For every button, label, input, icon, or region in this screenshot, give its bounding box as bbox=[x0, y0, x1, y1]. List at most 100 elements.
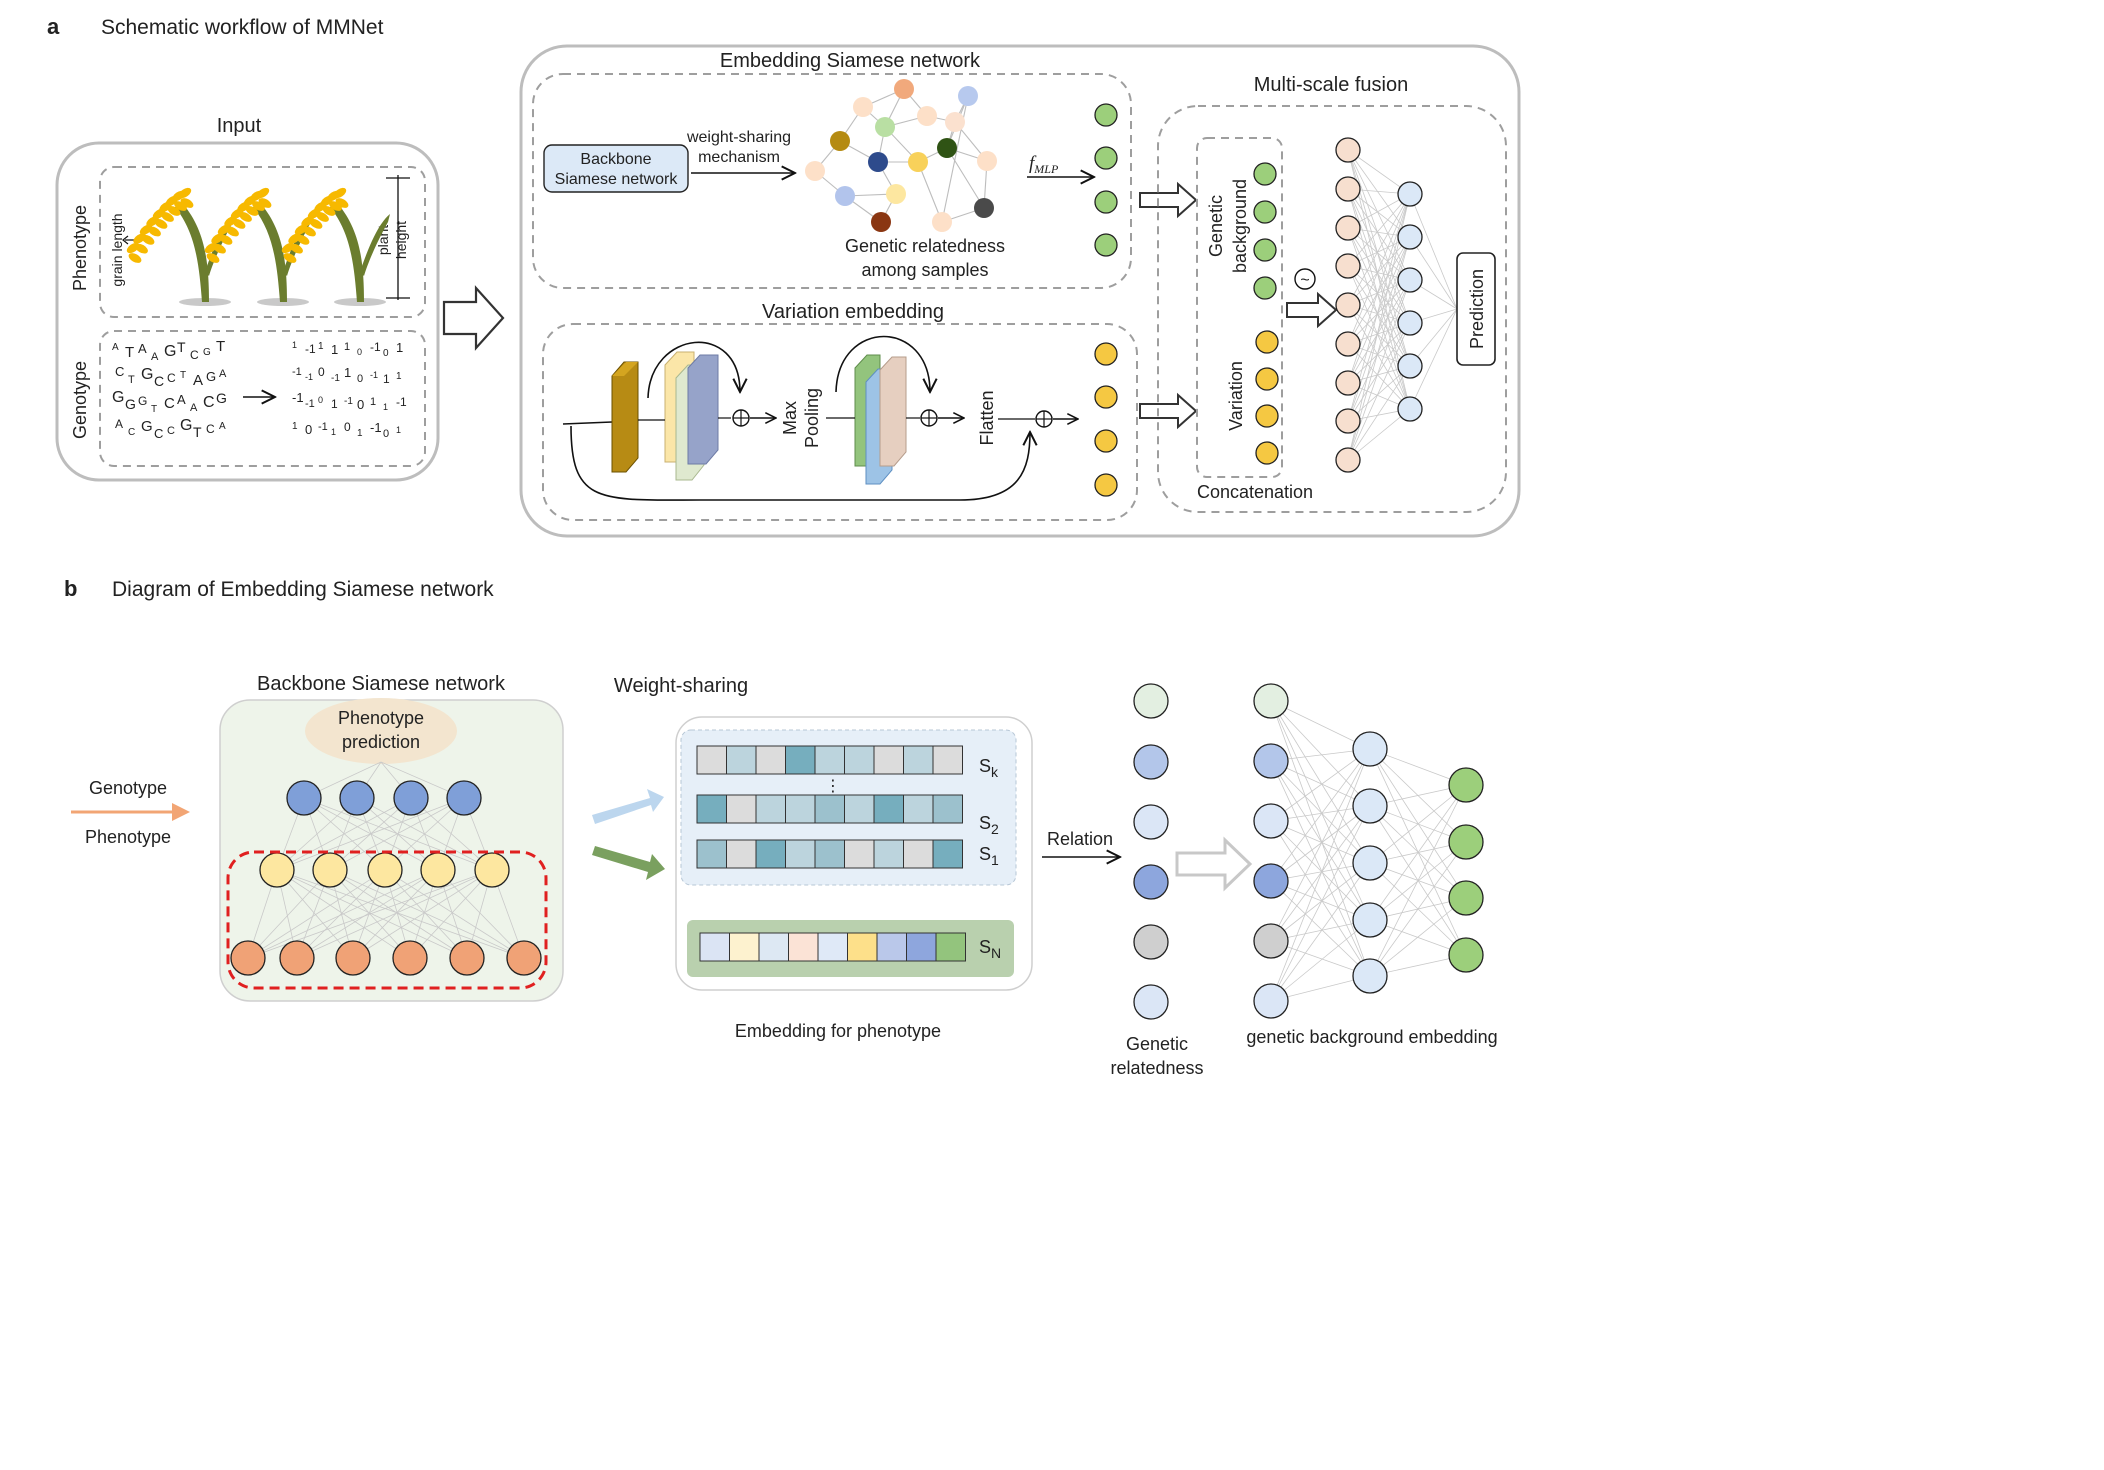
prediction-label: Prediction bbox=[1467, 269, 1487, 349]
embedding-cell bbox=[873, 839, 904, 869]
phenotype-side-label: Phenotype bbox=[70, 205, 90, 291]
connection bbox=[1347, 193, 1411, 345]
weight-sharing-title: Weight-sharing bbox=[614, 675, 748, 697]
embedding-cell bbox=[932, 794, 963, 824]
relatedness-node bbox=[1133, 744, 1169, 780]
mlp-input-node bbox=[1253, 983, 1289, 1019]
genotype-letter: A bbox=[190, 402, 198, 414]
connection bbox=[1347, 227, 1411, 281]
fusion-hidden-node bbox=[1335, 253, 1361, 279]
embedding-sn-cell bbox=[817, 932, 848, 962]
grain bbox=[294, 224, 308, 235]
genotype-number: -1 bbox=[292, 390, 304, 405]
embedding-siamese-block: Embedding Siamese network Backbone Siame… bbox=[532, 50, 1132, 289]
embedding-sn-cell bbox=[906, 932, 937, 962]
connection bbox=[1270, 820, 1371, 864]
fusion-hidden-node bbox=[1335, 215, 1361, 241]
fusion-variation-node bbox=[1255, 367, 1279, 391]
grain bbox=[283, 253, 297, 263]
genetic-embedding-node bbox=[1094, 103, 1118, 127]
connection bbox=[276, 797, 358, 871]
embedding-sn-cell bbox=[788, 932, 819, 962]
graph-node bbox=[871, 212, 891, 232]
concat-to-mlp-arrow bbox=[1286, 291, 1338, 329]
variation-dashbox bbox=[542, 323, 1138, 521]
phenotype-prediction-line1: Phenotype bbox=[338, 708, 424, 728]
backbone-input-node bbox=[392, 940, 428, 976]
grain bbox=[206, 253, 220, 263]
grain bbox=[126, 242, 140, 254]
genotype-number: 0 bbox=[344, 420, 351, 434]
genotype-letter: G bbox=[203, 347, 211, 358]
flatten-label: Flatten bbox=[977, 390, 997, 445]
mlp-output-node bbox=[1448, 824, 1484, 860]
backbone-output-node bbox=[339, 780, 375, 816]
plant-stem bbox=[253, 204, 287, 302]
relatedness-line2: among samples bbox=[861, 260, 988, 280]
genotype-number: 1 bbox=[331, 397, 338, 411]
connection bbox=[1347, 279, 1411, 384]
connection bbox=[1347, 193, 1411, 306]
embedding-cell bbox=[873, 794, 904, 824]
mlp-hidden-node bbox=[1352, 788, 1388, 824]
backbone-hidden-node bbox=[259, 852, 295, 888]
concatenation-label: Concatenation bbox=[1197, 482, 1313, 502]
connection bbox=[1409, 308, 1458, 410]
genetic-relatedness-nodes bbox=[1133, 683, 1169, 1020]
max-label: Max bbox=[780, 401, 800, 435]
genetic-embedding-nodes bbox=[1094, 103, 1118, 257]
connection bbox=[1347, 193, 1411, 384]
variation-embedding-node bbox=[1094, 385, 1118, 409]
genotype-letter: A bbox=[112, 342, 119, 353]
embedding-rows bbox=[696, 745, 966, 962]
fusion-hidden-node bbox=[1397, 396, 1423, 422]
concat-tilde: ~ bbox=[1300, 272, 1309, 289]
variation-embedding-nodes bbox=[1094, 342, 1118, 497]
shared-arrow-blue bbox=[592, 789, 664, 824]
mlp-input-node bbox=[1253, 683, 1289, 719]
grain bbox=[301, 216, 314, 227]
fusion-hidden-node bbox=[1335, 292, 1361, 318]
connection bbox=[1347, 227, 1411, 367]
embedding-cell bbox=[844, 745, 875, 775]
connection bbox=[1369, 841, 1467, 977]
connection bbox=[1270, 760, 1371, 921]
relatedness-to-mlp-arrow bbox=[1175, 836, 1253, 892]
plant-stem bbox=[175, 204, 209, 302]
connection bbox=[1270, 805, 1371, 882]
connection bbox=[1369, 784, 1467, 864]
skip-arc-1 bbox=[647, 341, 740, 399]
mlp-output-node bbox=[1448, 767, 1484, 803]
mlp-output-node bbox=[1448, 937, 1484, 973]
grain bbox=[217, 224, 231, 235]
backbone-input-node bbox=[335, 940, 371, 976]
variation-embedding-node bbox=[1094, 473, 1118, 497]
graph-node bbox=[977, 151, 997, 171]
genotype-number: 1 bbox=[344, 365, 351, 380]
feature-map-peach-2 bbox=[879, 356, 907, 467]
connection bbox=[276, 797, 465, 871]
genotype-number: 0 bbox=[357, 397, 364, 412]
relatedness-node bbox=[1133, 683, 1169, 719]
embedding-cell bbox=[726, 745, 757, 775]
embedding-panel: ⋮ Sk S2 S1 SN Embedding for phenotype bbox=[675, 716, 1033, 1041]
embedding-siamese-title: Embedding Siamese network bbox=[720, 50, 981, 72]
fmlp-label: fMLP bbox=[1029, 153, 1059, 176]
rice-plants bbox=[126, 187, 390, 306]
connection bbox=[247, 869, 386, 959]
connection bbox=[1270, 820, 1371, 977]
grain bbox=[128, 253, 142, 263]
embedding-sn-cell bbox=[847, 932, 878, 962]
grain bbox=[133, 233, 146, 244]
fusion-hidden-node bbox=[1335, 176, 1361, 202]
fusion-hidden-node bbox=[1335, 137, 1361, 163]
grain bbox=[239, 212, 252, 222]
genetic-background-embedding-label: genetic background embedding bbox=[1246, 1027, 1497, 1047]
fusion-hidden-node bbox=[1335, 408, 1361, 434]
fusion-variation-nodes bbox=[1255, 330, 1279, 465]
fusion-hidden-node bbox=[1397, 353, 1423, 379]
prediction-box bbox=[1456, 252, 1496, 366]
fusion-genetic-node bbox=[1253, 276, 1277, 300]
grain bbox=[204, 242, 218, 254]
genotype-number: 1 bbox=[383, 402, 388, 412]
